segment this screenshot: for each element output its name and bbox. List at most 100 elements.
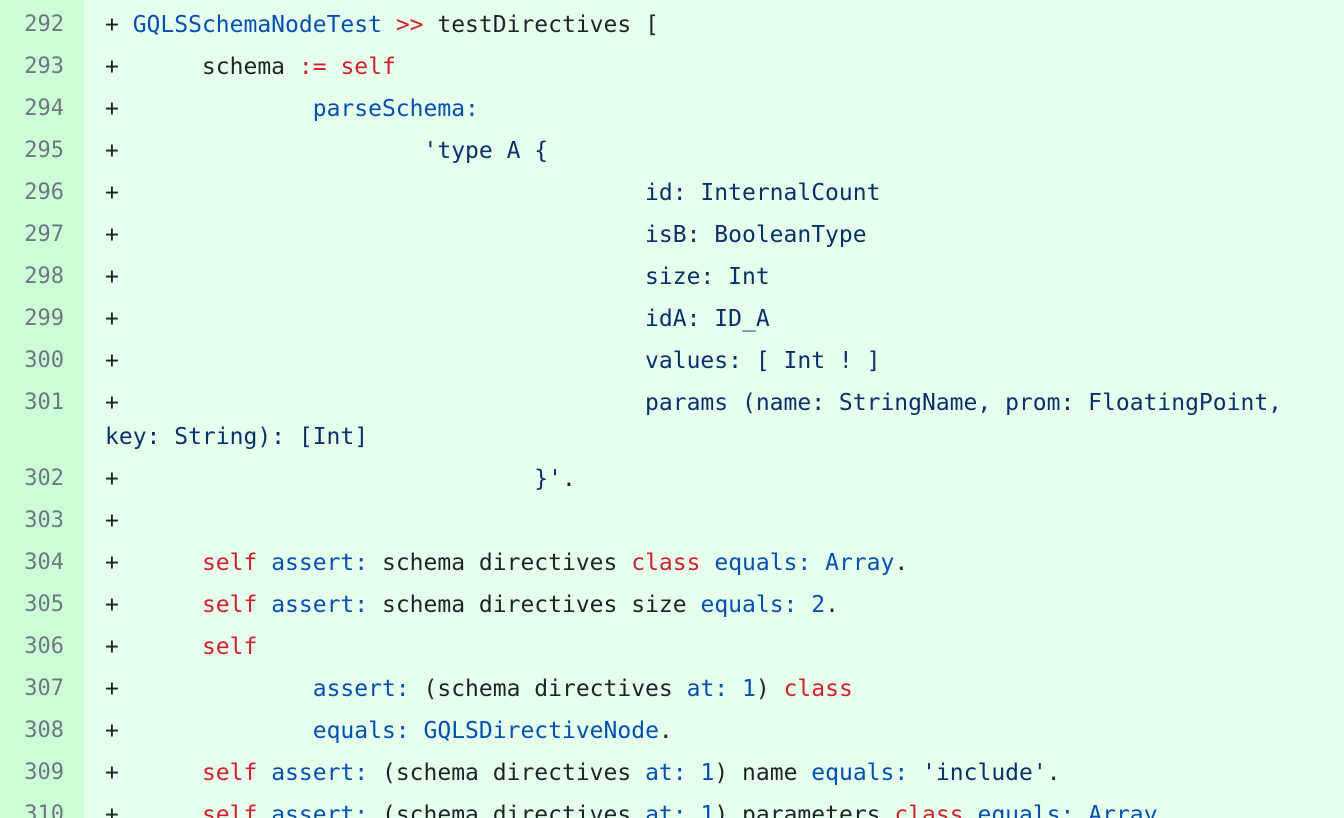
code-line: + }'. [84, 454, 1344, 496]
code-token-plain [327, 54, 341, 80]
code-token-plain: ) parameters [714, 802, 895, 818]
diff-line: 300 + values: [ Int ! ] [0, 336, 1344, 378]
code-token-keyword: self [201, 802, 258, 818]
code-token-keyword: class [783, 676, 853, 702]
code-token-plain [687, 802, 701, 818]
line-number[interactable]: 305 [24, 592, 64, 617]
diff-line: 306 + self [0, 622, 1344, 664]
line-number[interactable]: 296 [24, 180, 64, 205]
code-token-selector: parseSchema: [312, 96, 479, 122]
code-token-plain [257, 592, 271, 618]
code-line: + self [84, 622, 1344, 664]
code-token-selector: at: [645, 802, 687, 818]
code-token-selector: at: [645, 760, 687, 786]
diff-line: 299 + idA: ID_A [0, 294, 1344, 336]
code-token-plain: schema directives size [368, 592, 701, 618]
code-token-keyword: self [201, 550, 258, 576]
code-token-plain: (schema directives [368, 802, 646, 818]
code-line: + equals: GQLSDirectiveNode. [84, 706, 1344, 748]
line-number[interactable]: 310 [24, 802, 64, 818]
line-number[interactable]: 306 [24, 634, 64, 659]
line-number[interactable]: 304 [24, 550, 64, 575]
code-line: + parseSchema: [84, 84, 1344, 126]
line-number[interactable]: 298 [24, 264, 64, 289]
diff-line: 298+ size: Int [0, 252, 1344, 294]
code-token-class: Array [1088, 802, 1158, 818]
code-line: + isB: BooleanType [84, 210, 1344, 252]
code-token-plain: (schema directives [368, 760, 646, 786]
code-token-plain [1074, 802, 1088, 818]
code-token-plain: . [1157, 802, 1172, 818]
code-token-selector: assert: [312, 676, 410, 702]
code-token-selector: equals: [700, 592, 798, 618]
code-token-plain: + [105, 802, 202, 818]
code-token-plain: + [105, 390, 646, 416]
code-token-plain [797, 592, 811, 618]
code-token-plain: + [105, 676, 313, 702]
code-token-selector: assert: [271, 592, 369, 618]
diff-line: 296 + id: InternalCount [0, 168, 1344, 210]
code-line: + schema := self [84, 42, 1344, 84]
code-token-string: values: [ Int ! ] [645, 348, 881, 374]
line-number[interactable]: 292 [24, 12, 64, 37]
code-token-keyword: class [631, 550, 701, 576]
code-token-plain: + [105, 718, 313, 744]
code-token-plain: + [105, 180, 646, 206]
code-token-plain: ) name [714, 760, 812, 786]
diff-line: 293 + schema := self [0, 42, 1344, 84]
code-token-plain: + schema [105, 54, 299, 80]
line-number[interactable]: 302 [24, 466, 64, 491]
line-number[interactable]: 309 [24, 760, 64, 785]
code-token-keyword: self [201, 592, 258, 618]
diff-line: 305 + self assert: schema directives size… [0, 580, 1344, 622]
code-token-selector: assert: [271, 550, 369, 576]
code-token-plain: . [894, 550, 909, 576]
line-number[interactable]: 293 [24, 54, 64, 79]
line-number[interactable]: 301 [24, 390, 64, 415]
diff-line: 303 + [0, 496, 1344, 538]
diff-line: 308 + equals: GQLSDirectiveNode. [0, 706, 1344, 748]
code-token-string: id: InternalCount [645, 180, 881, 206]
code-line: + id: InternalCount [84, 168, 1344, 210]
code-token-number: 1 [742, 676, 756, 702]
code-token-plain: + [105, 264, 646, 290]
code-line: + [84, 496, 1344, 538]
code-token-plain: + [105, 306, 646, 332]
diff-line: 304 + self assert: schema directives clas… [0, 538, 1344, 580]
code-token-plain: testDirectives [ [423, 12, 659, 38]
code-token-plain: ) [755, 676, 784, 702]
code-token-plain [700, 550, 714, 576]
line-number[interactable]: 300 [24, 348, 64, 373]
code-token-plain: (schema directives [409, 676, 687, 702]
diff-line: 295+ 'type A { [0, 126, 1344, 168]
diff-line: 309+ self assert: (schema directives at:… [0, 748, 1344, 790]
code-line: + self assert: schema directives size eq… [84, 580, 1344, 622]
diff-line: 302 + }'. [0, 454, 1344, 496]
line-number[interactable]: 297 [24, 222, 64, 247]
line-number[interactable]: 303 [24, 508, 64, 533]
code-token-selector: equals: [811, 760, 909, 786]
code-token-plain: . [1046, 760, 1061, 786]
line-number[interactable]: 299 [24, 306, 64, 331]
code-token-plain: schema directives [368, 550, 632, 576]
code-line: + values: [ Int ! ] [84, 336, 1344, 378]
code-token-plain [687, 760, 701, 786]
code-token-selector: equals: [312, 718, 410, 744]
code-token-plain: + [105, 634, 202, 660]
code-token-plain [410, 718, 424, 744]
code-line: + idA: ID_A [84, 294, 1344, 336]
line-number[interactable]: 295 [24, 138, 64, 163]
code-line: + self assert: (schema directives at: 1)… [84, 790, 1344, 818]
code-token-keyword: self [201, 760, 258, 786]
diff-line: 292+ GQLSSchemaNodeTest >> testDirective… [0, 0, 1344, 42]
code-token-selector: at: [686, 676, 729, 702]
code-token-keyword: := [298, 54, 327, 80]
line-number[interactable]: 294 [24, 96, 64, 121]
code-token-number: 1 [700, 760, 715, 786]
line-number[interactable]: 308 [24, 718, 64, 743]
diff-line: 294 + parseSchema: [0, 84, 1344, 126]
code-token-class: GQLSDirectiveNode [423, 718, 659, 744]
code-token-plain: + [105, 550, 202, 576]
line-number[interactable]: 307 [24, 676, 64, 701]
code-token-number: 1 [700, 802, 715, 818]
